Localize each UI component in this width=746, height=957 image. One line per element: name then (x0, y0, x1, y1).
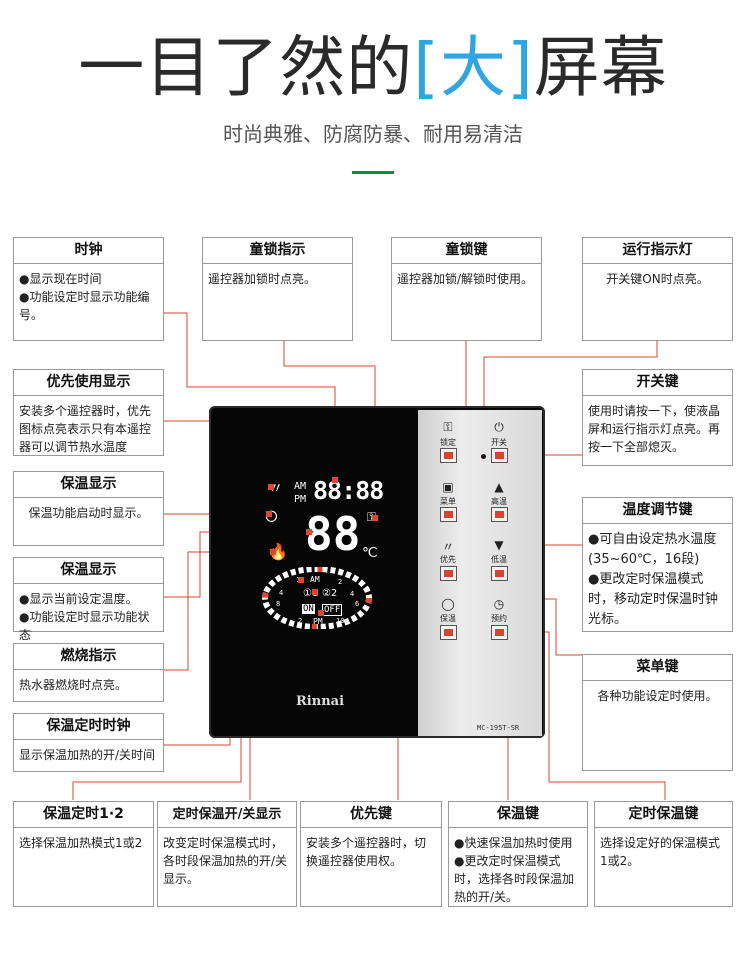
dial-number: 2 (338, 578, 343, 586)
key-timer-label: 预约 (491, 614, 507, 623)
timer-1-label: ①1 (303, 588, 318, 599)
marker (266, 511, 272, 517)
accent-divider (352, 171, 394, 174)
brand-logo: Rinnai (296, 694, 345, 709)
marker (332, 477, 338, 483)
callout-keep-warm-display: 保温显示 保温功能启动时显示。 (13, 471, 164, 546)
marker (318, 610, 324, 616)
callout-power-key: 开关键 使用时请按一下，使液晶屏和运行指示灯点亮。再按一下全部熄灭。 (582, 369, 733, 466)
key-keep-warm-label: 保温 (440, 614, 456, 623)
marker (372, 515, 378, 521)
priority-button[interactable] (440, 566, 457, 581)
off-label: OFF (322, 604, 343, 616)
lock-button[interactable] (440, 448, 457, 463)
dial-am: AM (310, 575, 320, 584)
callout-keep-warm-display-2: 保温显示 ●显示当前设定温度。●功能设定时显示功能状态 (13, 557, 164, 642)
key-up-label: 高温 (491, 497, 507, 506)
callout-timer-key: 定时保温键 选择设定好的保温模式1或2。 (594, 801, 733, 907)
callout-priority-key: 优先键 安装多个遥控器时，切换遥控器使用权。 (300, 801, 442, 907)
dial-number: 10 (336, 617, 345, 625)
temp-digits: 88 (305, 507, 361, 561)
on-label: ON (302, 604, 315, 614)
timer-dial (262, 567, 372, 629)
marker (312, 589, 318, 595)
keep-warm-button[interactable] (440, 625, 457, 640)
run-indicator-light (481, 454, 486, 459)
triangle-down-icon: ▼ (494, 538, 504, 552)
key-priority-label: 优先 (440, 555, 456, 564)
temp-up-button[interactable] (491, 507, 508, 522)
triangle-up-icon: ▲ (494, 480, 504, 494)
marker (268, 484, 274, 490)
marker (298, 577, 304, 583)
callout-keep-warm-key: 保温键 ●快速保温加热时使用●更改定时保温模式时，选择各时段保温加热的开/关。 (448, 801, 588, 907)
temp-unit: ℃ (362, 545, 378, 561)
menu-icon: ▣ (442, 480, 454, 494)
callout-timer-12: 保温定时1·2 选择保温加热模式1或2 (13, 801, 154, 907)
clock-icon: ◷ (493, 597, 505, 611)
callout-child-lock-key: 童锁键 遥控器加锁/解锁时使用。 (391, 237, 542, 341)
dial-number: 6 (355, 600, 360, 608)
dial-number: 4 (279, 589, 284, 597)
dial-number: 8 (276, 600, 281, 608)
dial-number: 4 (350, 590, 355, 598)
callout-timer-clock: 保温定时时钟 显示保温加热的开/关时间 (13, 713, 164, 772)
callout-priority-display: 优先使用显示 安装多个遥控器时，优先图标点亮表示只有本遥控器可以调节热水温度 (13, 369, 164, 456)
priority-icon: 〃 (441, 540, 454, 554)
callout-menu-key: 菜单键 各种功能设定时使用。 (582, 654, 733, 771)
dial-number: 2 (298, 617, 303, 625)
power-icon: ⏻ (494, 420, 504, 434)
temp-down-button[interactable] (491, 566, 508, 581)
timer-button[interactable] (491, 625, 508, 640)
page-subtitle: 时尚典雅、防腐防暴、耐用易清洁 (223, 122, 523, 146)
callout-clock: 时钟 ●显示现在时间●功能设定时显示功能编号。 (13, 237, 164, 341)
key-down-label: 低温 (491, 555, 507, 564)
timer-2-label: ②2 (322, 588, 337, 599)
keep-warm-icon: ◯ (441, 597, 455, 611)
button-panel (418, 410, 542, 736)
model-label: MC-195T-SR (477, 724, 520, 732)
pm-label: PM (294, 494, 307, 505)
lock-indicator-icon: ⚿ (367, 510, 376, 525)
menu-button[interactable] (440, 507, 457, 522)
am-label: AM (294, 481, 307, 492)
page-title: 一目了然的[大]屏幕 (78, 29, 668, 106)
flame-icon: 🔥 (268, 542, 288, 561)
callout-run-indicator: 运行指示灯 开关键ON时点亮。 (582, 237, 733, 341)
callout-burn-indicator: 燃烧指示 热水器燃烧时点亮。 (13, 643, 164, 702)
callout-timer-onoff: 定时保温开/关显示 改变定时保温模式时，各时段保温加热的开/关显示。 (157, 801, 297, 907)
key-power-label: 开关 (491, 438, 507, 447)
clock-digits: 88:88 (313, 476, 384, 505)
marker (270, 549, 276, 555)
callout-temp-key: 温度调节键 ●可自由设定热水温度(35~60℃，16段)●更改定时保温模式时，移… (582, 497, 733, 632)
key-menu-label: 菜单 (440, 497, 456, 506)
key-icon: ⚿ (443, 420, 453, 434)
dial-pm: PM (313, 617, 323, 626)
power-button[interactable] (491, 448, 508, 463)
marker (306, 529, 312, 535)
callout-child-lock-indicator: 童锁指示 遥控器加锁时点亮。 (202, 237, 353, 341)
key-lock-label: 锁定 (440, 438, 456, 447)
